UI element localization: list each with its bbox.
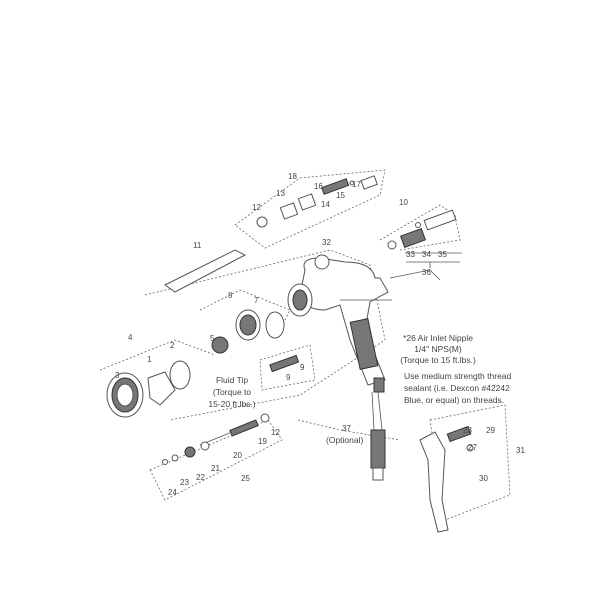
fluid-needle-parts [162,354,300,465]
trigger-parts [419,425,474,533]
label-32: 32 [322,238,331,247]
air-inlet-title: *26 Air Inlet Nipple [403,333,473,343]
label-10: 10 [399,198,408,207]
air-inlet-torque: (Torque to 15 ft.lbs.) [400,355,476,365]
label-37: 37 [342,424,351,433]
sealant-note-line1: Use medium strength thread [404,371,512,381]
label-33: 33 [406,250,415,259]
sealant-note-line3: Blue, or equal) on threads. [404,395,504,405]
air-inlet-parts [370,377,386,481]
needle-parts [164,175,462,293]
label-15: 15 [336,191,345,200]
label-9-b: 9 [286,373,291,382]
label-36: 36 [422,268,431,277]
label-23: 23 [180,478,189,487]
label-24: 24 [168,488,177,497]
label-3: 3 [115,371,120,380]
label-13: 13 [276,189,285,198]
label-12-lower: 12 [271,428,280,437]
label-14: 14 [321,200,330,209]
air-inlet-thread: 1/4" NPS(M) [414,344,462,354]
label-34: 34 [422,250,431,259]
label-28: 28 [463,426,472,435]
label-21: 21 [211,464,220,473]
fluid-tip-torque-value: 15-20 ft.lbs.) [208,399,255,409]
label-11: 11 [193,241,202,250]
air-cap-parts [106,283,313,418]
label-9-a: 9 [300,363,305,372]
label-31: 31 [516,446,525,455]
part-number-labels: 18 16 17 15 14 13 12 10 33 34 35 36 32 1… [115,172,525,497]
label-29: 29 [486,426,495,435]
fluid-tip-title: Fluid Tip [216,375,248,385]
optional-label: (Optional) [326,435,363,445]
sealant-note-line2: sealant (i.e. Dexcon #42242 [404,383,510,393]
label-2: 2 [170,341,175,350]
label-5: 5 [210,334,215,343]
label-16: 16 [314,182,323,191]
label-18: 18 [288,172,297,181]
air-inlet-note: *26 Air Inlet Nipple 1/4" NPS(M) (Torque… [400,333,511,405]
gun-body [299,257,441,386]
label-27: 27 [468,443,477,452]
label-4: 4 [128,333,133,342]
label-17: 17 [352,180,361,189]
label-35: 35 [438,250,447,259]
fluid-tip-torque: (Torque to [213,387,252,397]
label-12-upper: 12 [252,203,261,212]
label-20: 20 [233,451,242,460]
label-1: 1 [147,355,152,364]
fluid-tip-note: Fluid Tip (Torque to 15-20 ft.lbs.) [208,375,255,409]
label-19: 19 [258,437,267,446]
label-22: 22 [196,473,205,482]
label-30: 30 [479,474,488,483]
label-7: 7 [254,296,259,305]
label-8: 8 [228,291,233,300]
label-25: 25 [241,474,250,483]
